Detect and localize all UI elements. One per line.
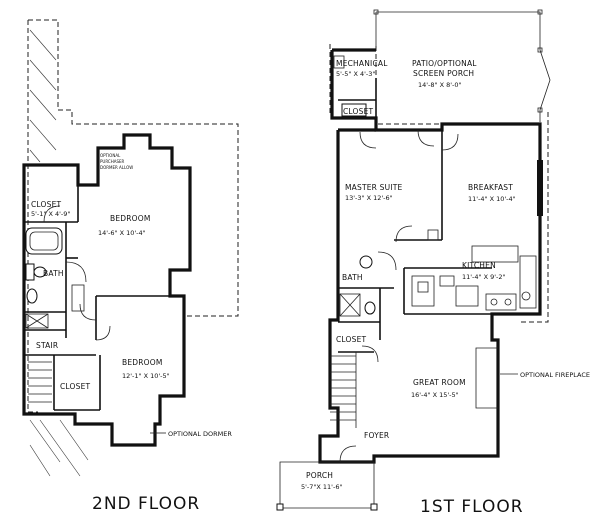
patio-label-2: SCREEN PORCH (413, 69, 474, 78)
closet-label-1st-a: CLOSET (343, 107, 374, 116)
first-floor-plan: MECHANICAL 5'-5" X 4'-3" PATIO/OPTIONAL … (276, 9, 590, 517)
second-floor-plan: OPTIONAL PURCHASER DORMER ALLOW CLOSET 5… (22, 19, 239, 514)
master-suite-label: MASTER SUITE (345, 183, 403, 192)
exterior-walls-2nd (22, 133, 192, 447)
purchaser-note-line-1: OPTIONAL (100, 153, 121, 158)
patio-label: PATIO/OPTIONAL (412, 59, 477, 68)
closet-dims-2nd-a: 5'-1" X 4'-9" (31, 210, 70, 218)
porch-post-left (276, 503, 284, 511)
bathtub (25, 227, 63, 255)
master-suite-dims: 13'-3" X 12'-6" (345, 194, 393, 202)
closet-box-1st (341, 103, 367, 117)
porch-label: PORCH (306, 471, 333, 480)
purchaser-note-line-3: DORMER ALLOW (100, 165, 133, 170)
closet-label-2nd-a: CLOSET (31, 200, 62, 209)
linen-box (25, 313, 49, 329)
roof-outline-2nd (28, 19, 239, 317)
porch-dims: 5'-7"X 11'-6" (301, 483, 342, 491)
purchaser-note-line-2: PURCHASER (100, 159, 125, 164)
front-door-swing (339, 445, 357, 463)
closet-label-2nd-b: CLOSET (60, 382, 91, 391)
second-floor-title: 2ND FLOOR (92, 494, 200, 514)
stair-treads-2nd (28, 361, 52, 403)
bath-sink (26, 288, 38, 304)
bedroom-dims-2nd-b: 12'-1" X 10'-5" (122, 372, 170, 380)
breakfast-window (537, 160, 543, 216)
bedroom-dims-2nd-a: 14'-6" X 10'-4" (98, 229, 146, 237)
bath-label-1st: BATH (342, 273, 363, 282)
toilet-bowl (33, 266, 47, 278)
great-room-label: GREAT ROOM (413, 378, 466, 387)
kitchen-appliances (411, 229, 531, 311)
optional-fireplace-bump (475, 347, 498, 409)
patio-dims: 14'-8" X 8'-0" (418, 81, 462, 89)
breakfast-dims: 11'-4" X 10'-4" (468, 195, 516, 203)
mechanical-dims: 5'-5" X 4'-3" (336, 70, 375, 78)
exterior-walls-1st (318, 48, 542, 464)
toilet-1st (364, 301, 376, 315)
kitchen-cabinets (519, 255, 537, 309)
roof-hatching (29, 29, 89, 477)
kitchen-label: KITCHEN (462, 261, 496, 270)
optional-fireplace-label: OPTIONAL FIREPLACE (520, 371, 590, 379)
kitchen-island (471, 245, 519, 263)
great-room-dims: 16'-4" X 15'-5" (411, 391, 459, 399)
optional-dormer-label: OPTIONAL DORMER (168, 430, 232, 438)
toilet-tank (25, 263, 35, 281)
patio-posts (373, 9, 543, 113)
porch-post-right (370, 503, 378, 511)
closet-label-1st-b: CLOSET (336, 335, 367, 344)
bath-sink-1st (359, 255, 373, 269)
shower-1st (339, 293, 361, 317)
foyer-label: FOYER (364, 431, 389, 440)
kitchen-dims: 11'-4" X 9'-2" (462, 273, 506, 281)
roof-outline-left (27, 20, 38, 413)
door-swings-1st (359, 129, 459, 363)
purchaser-note: OPTIONAL PURCHASER DORMER ALLOW (100, 153, 133, 170)
mechanical-label: MECHANICAL (336, 59, 388, 68)
breakfast-label: BREAKFAST (468, 183, 513, 192)
door-swings-2nd (43, 205, 111, 341)
bedroom-label-2nd-a: BEDROOM (110, 214, 151, 223)
bedroom-label-2nd-b: BEDROOM (122, 358, 163, 367)
bath-label-2nd: BATH (43, 269, 64, 278)
stair-treads-1st (330, 352, 357, 428)
bathtub-inner (29, 231, 59, 251)
stair-label-2nd: STAIR (36, 341, 58, 350)
first-floor-title: 1ST FLOOR (420, 497, 524, 517)
roof-outline-1st (329, 44, 549, 323)
mechanical-unit (333, 55, 345, 69)
interior-walls-2nd (24, 185, 170, 411)
